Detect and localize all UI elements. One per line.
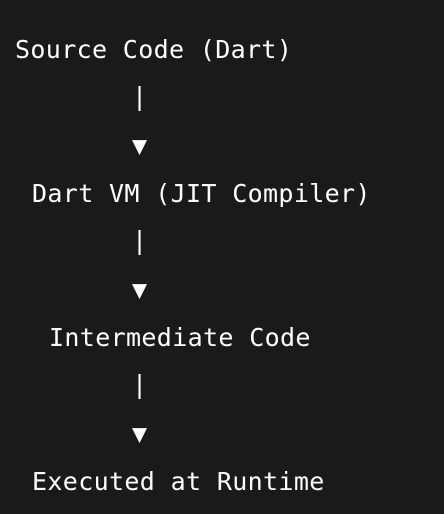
- down-arrow-icon: ▼: [132, 275, 148, 304]
- step-source-code: Source Code (Dart): [15, 35, 293, 64]
- step-dart-vm: Dart VM (JIT Compiler): [32, 179, 371, 208]
- down-arrow-icon: ▼: [132, 131, 148, 160]
- down-arrow-icon: ▼: [132, 419, 148, 448]
- connector-line: |: [132, 370, 148, 399]
- connector-line: |: [132, 82, 148, 111]
- step-intermediate-code: Intermediate Code: [49, 323, 311, 352]
- step-executed-runtime: Executed at Runtime: [32, 467, 325, 496]
- connector-line: |: [132, 226, 148, 255]
